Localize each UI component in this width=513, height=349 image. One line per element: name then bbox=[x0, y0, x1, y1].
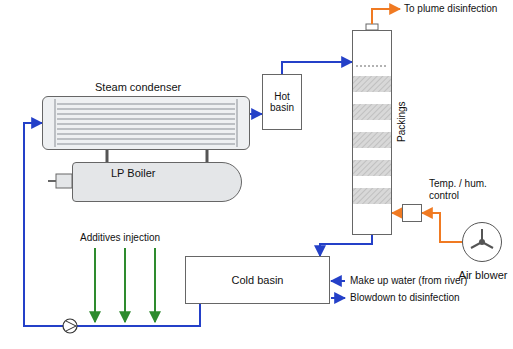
node-label: Hot basin bbox=[267, 91, 297, 114]
inlet-label: Make up water (from river) bbox=[350, 275, 467, 287]
air-blower: Air blower bbox=[462, 222, 502, 262]
column-shell bbox=[353, 31, 392, 235]
steam-condenser: Steam condenser bbox=[42, 96, 250, 150]
flow-line bbox=[422, 213, 462, 242]
lp-boiler: LP Boiler bbox=[72, 162, 242, 202]
injection-arrow bbox=[94, 248, 96, 322]
steam-nozzle bbox=[206, 150, 209, 162]
outlet-label: Blowdown to disinfection bbox=[350, 292, 460, 304]
plume-line bbox=[372, 9, 400, 24]
node-label: Packings bbox=[396, 101, 408, 142]
node-label: Cold basin bbox=[232, 274, 284, 287]
cold-basin: Cold basin bbox=[185, 256, 330, 304]
packed-column: Packings bbox=[352, 30, 392, 235]
node-label: Temp. / hum. control bbox=[429, 178, 491, 201]
column-outlet bbox=[366, 24, 378, 30]
flow-line bbox=[320, 235, 372, 256]
flow-line bbox=[282, 62, 352, 74]
node-label: Steam condenser bbox=[95, 81, 181, 94]
injection-label: Additives injection bbox=[80, 232, 160, 244]
flow-line bbox=[24, 123, 200, 326]
burner-pipe bbox=[48, 180, 56, 182]
flow-line bbox=[250, 113, 262, 115]
distributor bbox=[356, 66, 388, 67]
injection-arrow bbox=[154, 248, 156, 322]
outlet-label: To plume disinfection bbox=[404, 3, 497, 15]
fan-symbol bbox=[463, 223, 501, 261]
control-box: Temp. / hum. control bbox=[402, 204, 422, 222]
blowdown-arrow bbox=[331, 297, 345, 299]
tube-bundle bbox=[43, 97, 249, 149]
boiler-burner bbox=[56, 174, 72, 188]
injection-arrow bbox=[124, 248, 126, 322]
steam-nozzle bbox=[106, 150, 109, 162]
pump-symbol bbox=[66, 321, 76, 331]
node-label: LP Boiler bbox=[111, 167, 155, 180]
hot-basin: Hot basin bbox=[262, 74, 302, 130]
packing-bands bbox=[353, 76, 391, 204]
pump-symbol bbox=[63, 319, 77, 333]
makeup-arrow bbox=[331, 280, 345, 282]
flow-line bbox=[392, 212, 402, 214]
